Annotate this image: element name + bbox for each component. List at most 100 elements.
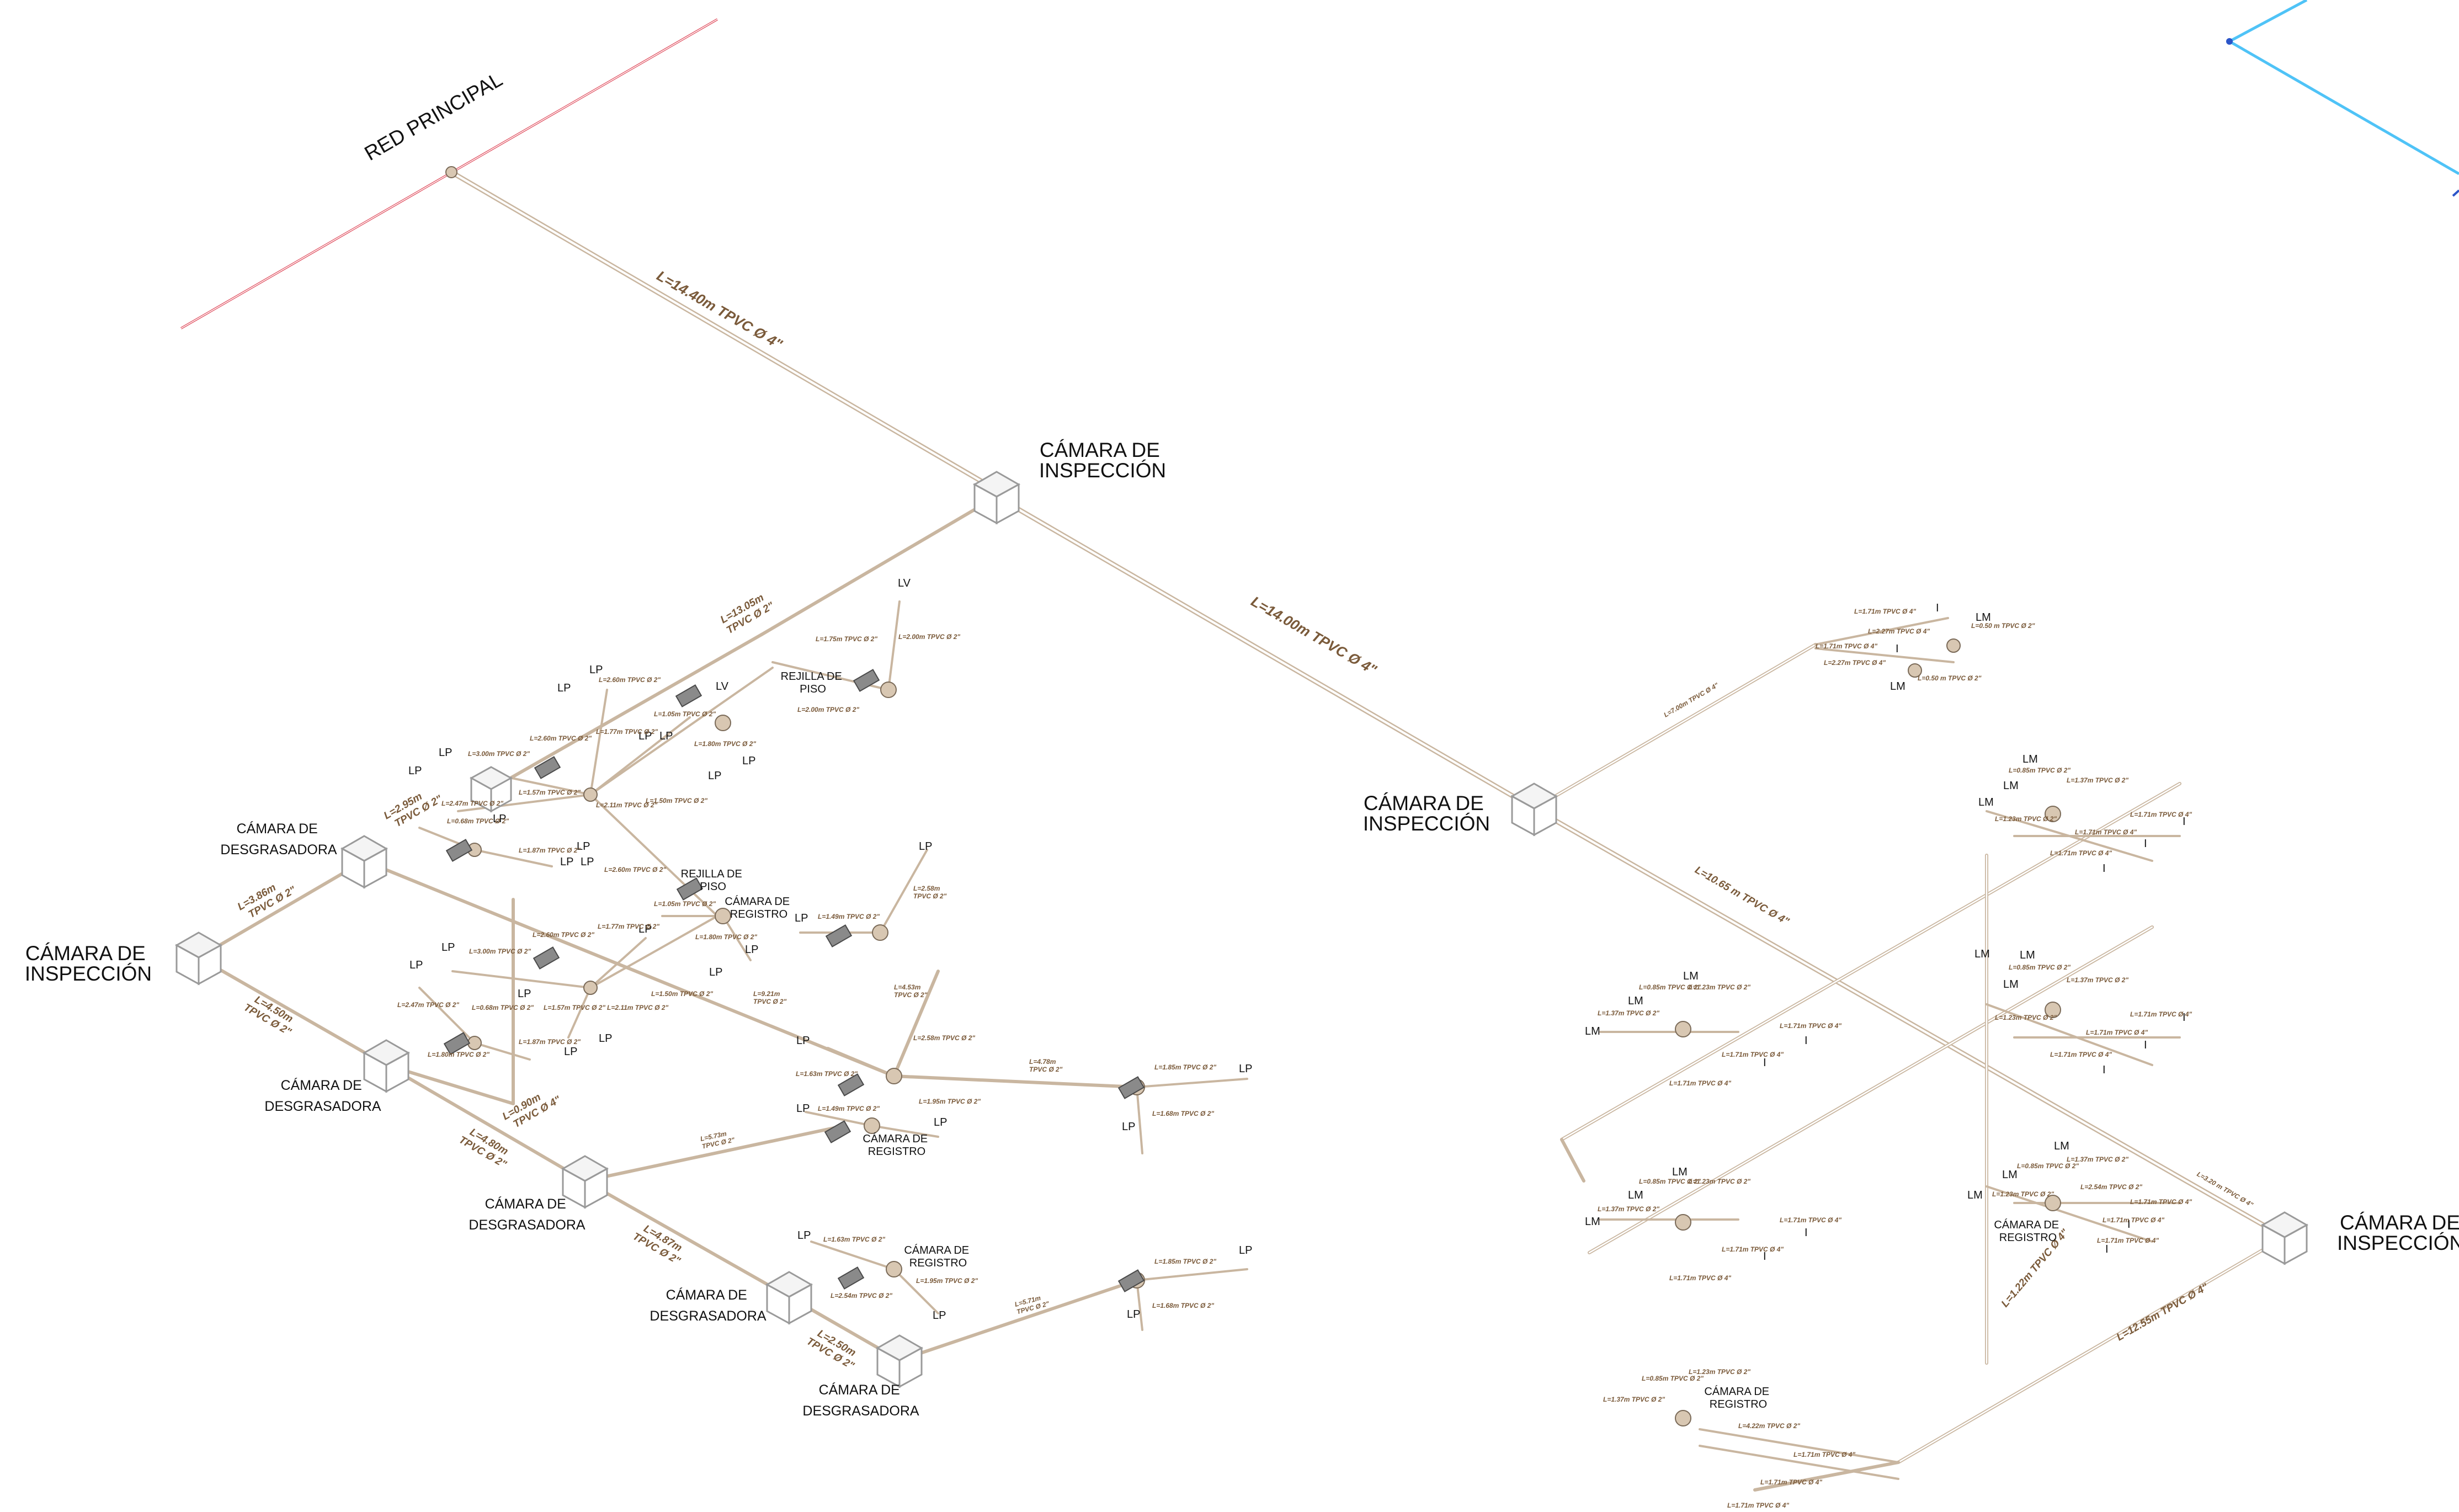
small-pipe-label-70: L=1.71m TPVC Ø 4" (1722, 1051, 1784, 1058)
registro-2-line2: REGISTRO (868, 1146, 925, 1158)
small-pipe-label-65: L=1.71m TPVC Ø 4" (2097, 1237, 2159, 1244)
registro-fitting-r3 (1675, 1410, 1691, 1426)
pipe-l-line1: L=9.21m (753, 990, 780, 998)
fitting-2 (715, 715, 731, 731)
small-pipe-label-21: L=1.50m TPVC Ø 2" (651, 990, 713, 998)
pipe-m-line2: TPVC Ø 2" (894, 991, 928, 999)
small-pipe-label-57: L=1.71m TPVC Ø 4" (2130, 1010, 2192, 1018)
registro-fitting-r2 (1675, 1214, 1691, 1231)
floor-grate-2 (853, 669, 880, 692)
small-pipe-label-59: L=0.85m TPVC Ø 2" (2017, 1162, 2079, 1170)
chamber-grease-1-box (340, 835, 388, 889)
pipe-m-line1: L=4.53m (894, 983, 921, 991)
main-pipe-3-label: L=10.65 m TPVC Ø 4" (1693, 864, 1792, 928)
small-pipe-label-45: L=0.50 m TPVC Ø 2" (1971, 622, 2035, 630)
fixture-lp-1: LP (557, 682, 571, 694)
small-pipe-label-10: L=1.87m TPVC Ø 2" (519, 846, 581, 854)
small-pipe-label-12: L=0.68m TPVC Ø 2" (447, 817, 509, 825)
fixture-lp-23: LP (796, 1035, 810, 1047)
small-pipe-label-47: L=0.85m TPVC Ø 2" (2009, 766, 2071, 774)
fixture-i-12: I (1763, 1057, 1766, 1069)
fixture-lm-12: LM (1683, 970, 1699, 982)
pipe-n-label: L=2.58m TPVC Ø 2" (913, 885, 947, 900)
chamber-inspection-1-line2: INSPECCIÓN (1039, 459, 1166, 482)
small-pipe-label-25: L=1.80m TPVC Ø 2" (428, 1051, 489, 1058)
small-pipe-label-19: L=1.57m TPVC Ø 2" (544, 1004, 605, 1011)
fixture-lm-13: LM (1628, 995, 1643, 1007)
small-pipe-label-55: L=1.23m TPVC Ø 2" (1995, 1014, 2057, 1021)
small-pipe-label-83: L=1.71m TPVC Ø 4" (1760, 1478, 1822, 1486)
small-pipe-label-4: L=1.80m TPVC Ø 2" (694, 740, 756, 748)
small-pipe-label-13: L=2.60m TPVC Ø 2" (604, 866, 666, 874)
chamber-grease-5-label: CÁMARA DE DESGRASADORA (802, 1382, 919, 1419)
fixture-lp-28: LP (1239, 1244, 1252, 1257)
small-pipe-label-76: L=1.71m TPVC Ø 4" (1722, 1245, 1784, 1253)
fixture-lm-8: LM (2003, 978, 2019, 991)
right-branch-lines (1560, 617, 2181, 1492)
registro-2-label: CÁMARA DE REGISTRO (863, 1132, 930, 1158)
fixture-lp-9: LP (493, 813, 506, 825)
fixture-lm-5: LM (1978, 796, 1994, 808)
small-pipe-label-29: L=1.95m TPVC Ø 2" (919, 1098, 981, 1105)
small-pipe-label-17: L=1.05m TPVC Ø 2" (654, 900, 716, 908)
fixture-lm-9: LM (2054, 1140, 2069, 1152)
pipe-f-label: L=4.80m TPVC Ø 2" (457, 1124, 515, 1171)
chamber-grease-4-line1: CÁMARA DE (666, 1287, 747, 1303)
fixture-lp-24: LP (796, 1103, 810, 1115)
small-pipe-label-82: L=1.71m TPVC Ø 4" (1793, 1451, 1855, 1458)
fixture-lp-10: LP (577, 840, 590, 853)
pipe-e-label: L=0.90m TPVC Ø 4" (501, 1083, 563, 1133)
small-pipe-label-56: L=1.71m TPVC Ø 4" (2086, 1029, 2148, 1036)
small-pipe-label-51: L=1.71m TPVC Ø 4" (2130, 811, 2192, 818)
chamber-grease-2-line2: DESGRASADORA (264, 1099, 381, 1114)
pipe-k-label: L=4.78m TPVC Ø 2" (1029, 1058, 1063, 1073)
small-pipe-label-8: L=2.11m TPVC Ø 2" (596, 801, 657, 809)
chamber-grease-1-label: CÁMARA DE DESGRASADORA (220, 821, 337, 858)
registro-fitting-r1 (1675, 1021, 1691, 1037)
main-pipe-3 (1531, 806, 2287, 1240)
red-principal-label: RED PRINCIPAL (361, 68, 507, 165)
small-pipe-label-64: L=1.71m TPVC Ø 4" (2103, 1216, 2164, 1224)
chamber-grease-4-box (765, 1271, 813, 1325)
floor-grate-13 (1117, 1269, 1145, 1292)
small-pipe-label-69: L=1.71m TPVC Ø 4" (1780, 1022, 1841, 1030)
fixture-lp-25: LP (934, 1116, 947, 1128)
small-pipe-label-80: L=1.37m TPVC Ø 2" (1603, 1396, 1665, 1403)
fixture-i-7: I (2144, 1039, 2147, 1051)
fitting-7 (872, 924, 888, 941)
pipe-k-line2: TPVC Ø 2" (1029, 1066, 1063, 1073)
fitting-3 (583, 787, 598, 802)
registro-3-line1: CÁMARA DE (904, 1244, 969, 1257)
small-pipe-label-61: L=1.23m TPVC Ø 2" (1992, 1190, 2054, 1198)
fixture-lp-19: LP (564, 1046, 577, 1058)
fixture-lp-20: LP (919, 840, 932, 853)
fixture-i-5: I (2103, 863, 2106, 875)
floor-grate-7 (443, 1032, 471, 1055)
floor-grate-3 (676, 877, 704, 901)
chamber-inspection-4-line2: INSPECCIÓN (2337, 1232, 2459, 1254)
small-pipe-label-53: L=0.85m TPVC Ø 2" (2009, 963, 2071, 971)
fixture-i-8: I (2103, 1064, 2106, 1076)
small-pipe-label-50: L=1.71m TPVC Ø 4" (2075, 828, 2137, 836)
small-pipe-label-44: L=2.27m TPVC Ø 4" (1824, 659, 1886, 667)
small-pipe-label-62: L=2.54m TPVC Ø 2" (2080, 1183, 2142, 1191)
fixture-i-1: I (1936, 602, 1939, 614)
main-pipe-2 (994, 494, 1537, 811)
small-pipe-label-14: L=3.00m TPVC Ø 2" (469, 947, 531, 955)
fixture-i-14: I (1763, 1250, 1766, 1263)
fixture-i-13: I (1805, 1227, 1808, 1239)
small-pipe-label-67: L=1.23m TPVC Ø 2" (1689, 983, 1750, 991)
floor-grate-12 (1117, 1076, 1145, 1099)
fixture-lm-15: LM (1672, 1166, 1688, 1178)
rejilla-2-line1: REJILLA DE (681, 868, 742, 880)
small-pipe-label-18: L=1.80m TPVC Ø 2" (695, 933, 757, 941)
small-pipe-label-39: L=2.00m TPVC Ø 2" (898, 633, 960, 641)
fixture-lp-2: LP (589, 664, 603, 676)
fitting-8 (886, 1068, 902, 1084)
main-junction-fitting (445, 166, 457, 178)
pipe-l-line2: TPVC Ø 2" (753, 998, 787, 1005)
fixture-lv-2: LV (716, 680, 729, 693)
small-pipe-label-52: L=1.71m TPVC Ø 4" (2050, 849, 2112, 857)
fixture-lv-1: LV (898, 577, 911, 589)
